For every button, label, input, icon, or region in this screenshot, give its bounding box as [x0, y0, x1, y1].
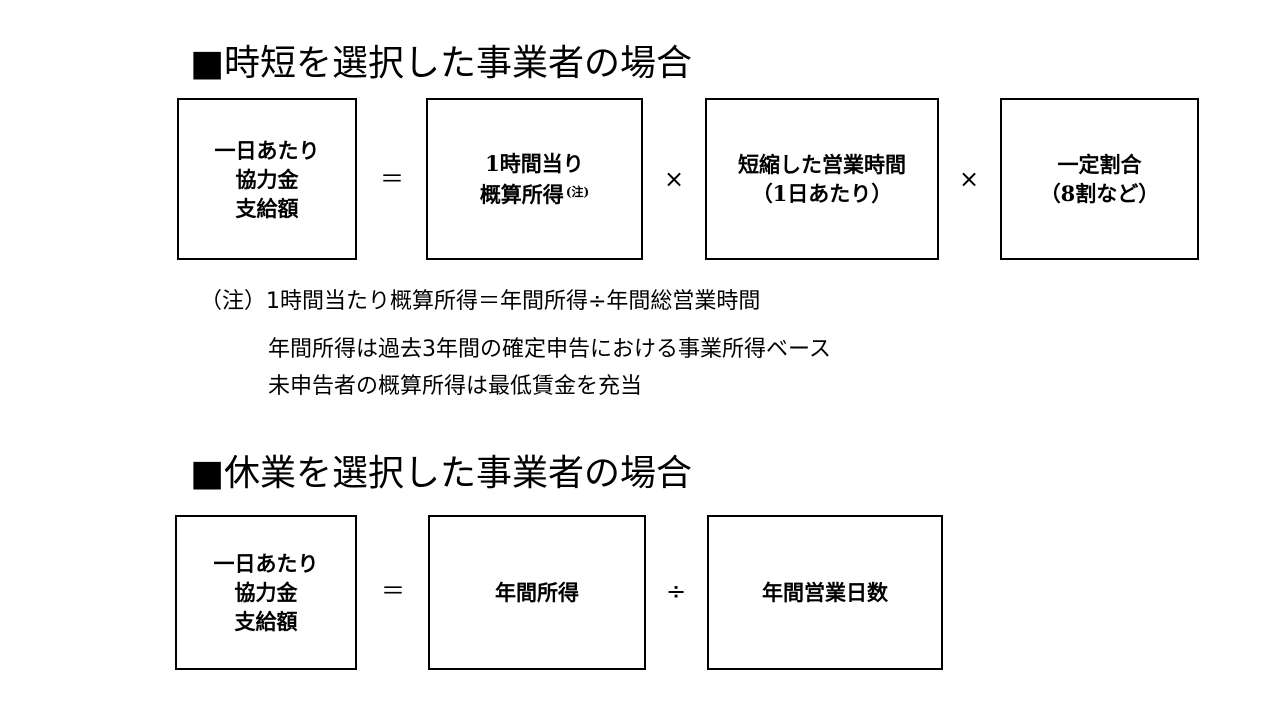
- note-definition: （注）1時間当たり概算所得＝年間所得÷年間総営業時間: [200, 289, 761, 314]
- note-marker: (注): [565, 185, 590, 199]
- box-line: 1時間当り: [485, 151, 584, 176]
- box-line: 協力金: [235, 166, 299, 192]
- box-line-text: 概算所得: [479, 182, 564, 207]
- formula-box-daily-support: 一日あたり 協力金 支給額: [175, 515, 357, 670]
- box-line: （1日あたり）: [751, 181, 893, 206]
- box-line: 一定割合: [1057, 152, 1142, 177]
- box-line: 支給額: [234, 609, 298, 634]
- box-line: 短縮した営業時間: [738, 152, 906, 177]
- formula-box-annual-business-days: 年間営業日数: [707, 515, 943, 670]
- box-line: （8割など）: [1039, 181, 1160, 206]
- box-line: 一日あたり: [214, 137, 320, 163]
- box-line: 協力金: [234, 580, 298, 605]
- divide-operator: ÷: [665, 577, 687, 605]
- multiply-operator: ×: [958, 165, 980, 193]
- formula-box-annual-income: 年間所得: [428, 515, 646, 670]
- box-line: 支給額: [235, 195, 299, 221]
- section-title-kyugyo: ■休業を選択した事業者の場合: [190, 453, 693, 494]
- equals-operator: ＝: [381, 577, 405, 605]
- box-line: 一日あたり: [213, 551, 319, 576]
- formula-box-shortened-hours: 短縮した営業時間 （1日あたり）: [705, 98, 939, 260]
- multiply-operator: ×: [663, 165, 685, 193]
- note-minimum-wage: 未申告者の概算所得は最低賃金を充当: [268, 374, 643, 399]
- equals-operator: ＝: [380, 165, 404, 193]
- formula-box-daily-support: 一日あたり 協力金 支給額: [177, 98, 357, 260]
- box-line-with-note: 概算所得(注): [480, 178, 589, 209]
- box-line: 年間営業日数: [762, 580, 888, 605]
- note-annual-income: 年間所得は過去3年間の確定申告における事業所得ベース: [268, 337, 831, 362]
- formula-box-fixed-ratio: 一定割合 （8割など）: [1000, 98, 1199, 260]
- section-title-jitan: ■時短を選択した事業者の場合: [190, 43, 693, 84]
- box-line: 年間所得: [495, 580, 579, 605]
- formula-box-hourly-income: 1時間当り 概算所得(注): [426, 98, 643, 260]
